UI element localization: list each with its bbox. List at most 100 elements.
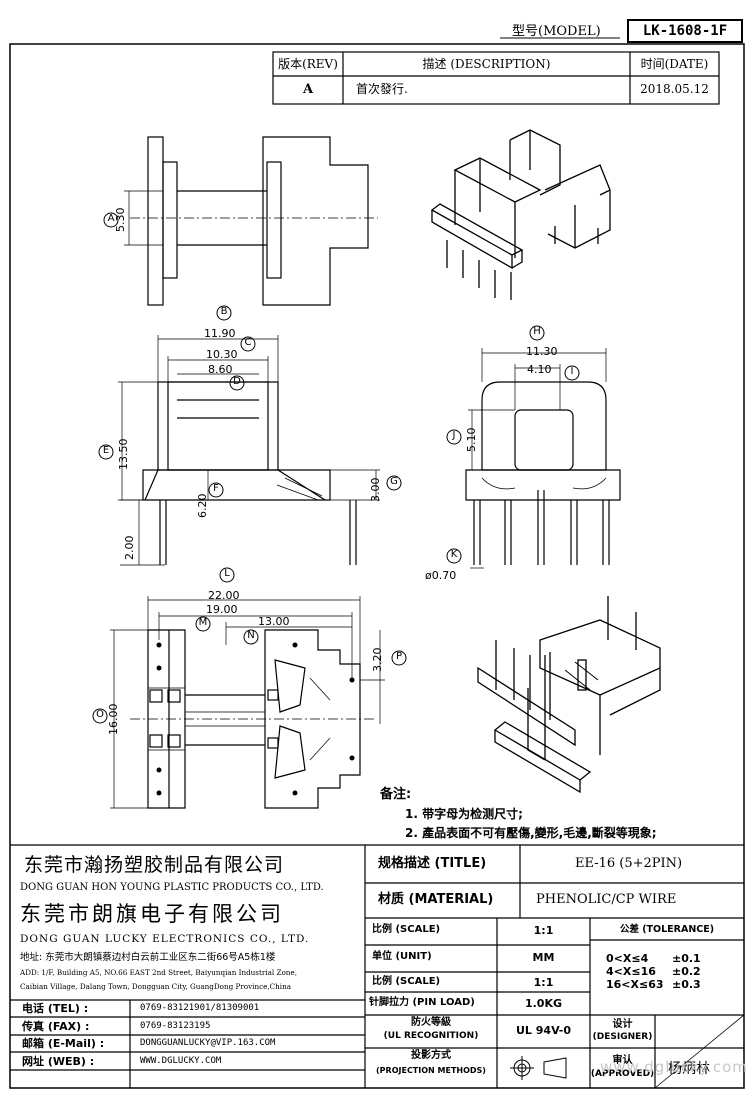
ul-label-en: (UL RECOGNITION) bbox=[383, 1031, 479, 1041]
end-view bbox=[465, 348, 621, 569]
tel-label: 电话 (TEL) : bbox=[22, 1002, 89, 1015]
company-name-1: 东莞市瀚扬塑胶制品有限公司 bbox=[24, 854, 285, 876]
model-label: 型号(MODEL) bbox=[512, 24, 601, 39]
description-header: 描述 (DESCRIPTION) bbox=[422, 57, 551, 71]
marker-k: K bbox=[450, 549, 458, 560]
note-1: 1. 带字母为检测尺寸; bbox=[405, 807, 523, 821]
dim-l-value: 22.00 bbox=[208, 589, 240, 602]
tolerance-range-3: 16<X≤63 bbox=[606, 978, 664, 991]
tolerance-value-2: ±0.2 bbox=[672, 965, 701, 978]
email-label: 邮箱 (E-Mail) : bbox=[22, 1037, 105, 1050]
marker-o: O bbox=[96, 709, 104, 720]
ul-label-cn: 防火等級 bbox=[411, 1017, 451, 1028]
dim-pin-value: 2.00 bbox=[123, 535, 136, 561]
email-value[interactable]: DONGGUANLUCKY@VIP.163.COM bbox=[140, 1038, 276, 1048]
dim-k-value: ø0.70 bbox=[425, 569, 457, 582]
dim-f-value: 6.20 bbox=[196, 493, 209, 519]
marker-j: J bbox=[452, 430, 456, 441]
company-name-2: 东莞市朗旗电子有限公司 bbox=[20, 902, 284, 926]
dim-e-value: 13.50 bbox=[117, 438, 130, 471]
date-value: 2018.05.12 bbox=[640, 82, 709, 96]
dim-h-value: 11.30 bbox=[526, 345, 558, 358]
outer-frame bbox=[9, 43, 745, 1089]
marker-b: B bbox=[220, 306, 228, 317]
tolerance-value-1: ±0.1 bbox=[672, 952, 701, 965]
designer-label-cn: 设计 bbox=[612, 1019, 633, 1030]
designer-label-en: (DESIGNER) bbox=[592, 1032, 653, 1042]
pin-load-value: 1.0KG bbox=[524, 997, 563, 1010]
unit-label: 单位 (UNIT) bbox=[372, 951, 432, 962]
projection-label-en: (PROJECTION METHODS) bbox=[376, 1066, 486, 1075]
dim-j-value: 5.10 bbox=[465, 427, 478, 453]
dim-m-value: 19.00 bbox=[206, 603, 238, 616]
title-label: 规格描述 (TITLE) bbox=[378, 856, 487, 871]
iso-view-top bbox=[430, 129, 611, 300]
marker-n: N bbox=[247, 630, 255, 641]
description-value: 首次發行. bbox=[356, 82, 408, 96]
dim-p-value: 3.20 bbox=[371, 647, 384, 673]
model-box bbox=[627, 19, 743, 43]
material-value: PHENOLIC/CP WIRE bbox=[536, 892, 677, 907]
title-value: EE-16 (5+2PIN) bbox=[575, 856, 683, 871]
marker-d: D bbox=[233, 376, 241, 387]
iso-view-bottom bbox=[477, 596, 661, 794]
notes-title: 备注: bbox=[380, 787, 412, 802]
dim-g-value: 3.00 bbox=[369, 477, 382, 503]
web-value[interactable]: WWW.DGLUCKY.COM bbox=[140, 1056, 222, 1066]
marker-e: E bbox=[102, 445, 110, 456]
marker-m: M bbox=[198, 617, 208, 628]
company-address-en-1: ADD: 1/F, Building A5, NO.66 EAST 2nd St… bbox=[20, 968, 297, 977]
model-value: LK-1608-1F bbox=[642, 23, 728, 39]
dim-o-value: 16.00 bbox=[107, 703, 120, 736]
bottom-view bbox=[110, 596, 385, 809]
tel-value: 0769-83121901/81309001 bbox=[140, 1003, 260, 1013]
marker-f: F bbox=[213, 483, 219, 494]
approver-name: 杨炳林 bbox=[668, 1061, 710, 1077]
dim-d-value: 8.60 bbox=[208, 363, 233, 376]
projection-label-cn: 投影方式 bbox=[411, 1050, 451, 1061]
marker-l: L bbox=[224, 568, 230, 579]
marker-g: G bbox=[390, 476, 398, 487]
rev-value: A bbox=[302, 82, 314, 97]
side-view-top bbox=[124, 136, 378, 306]
dim-b-value: 11.90 bbox=[204, 327, 236, 340]
watermark: www.dglucky.com bbox=[600, 1058, 748, 1076]
approved-label-cn: 审认 bbox=[612, 1055, 633, 1066]
scale-value-2: 1:1 bbox=[533, 976, 554, 989]
scale-label-1: 比例 (SCALE) bbox=[372, 924, 441, 935]
projection-symbol-icon bbox=[510, 1056, 567, 1080]
tolerance-value-3: ±0.3 bbox=[672, 978, 701, 991]
tolerance-range-1: 0<X≤4 bbox=[606, 952, 649, 965]
marker-p: P bbox=[395, 651, 403, 662]
scale-value-1: 1:1 bbox=[533, 924, 554, 937]
company-address-en-2: Caibian Village, Dalang Town, Dongguan C… bbox=[20, 982, 292, 991]
rev-header: 版本(REV) bbox=[278, 57, 338, 71]
web-label: 网址 (WEB) : bbox=[22, 1055, 95, 1068]
scale-label-2: 比例 (SCALE) bbox=[372, 976, 441, 987]
note-2: 2. 產品表面不可有壓傷,變形,毛邊,斷裂等現象; bbox=[405, 826, 657, 840]
ul-value: UL 94V-0 bbox=[515, 1024, 571, 1037]
fax-label: 传真 (FAX) : bbox=[22, 1020, 90, 1033]
tolerance-label: 公差 (TOLERANCE) bbox=[619, 924, 715, 935]
material-label: 材质 (MATERIAL) bbox=[378, 892, 494, 907]
revision-table bbox=[272, 51, 720, 105]
front-view bbox=[118, 335, 380, 566]
company-name-1-en: DONG GUAN HON YOUNG PLASTIC PRODUCTS CO.… bbox=[20, 882, 324, 893]
dim-c-value: 10.30 bbox=[206, 348, 238, 361]
approved-label-en: (APPROVED) bbox=[590, 1069, 655, 1079]
pin-load-label: 针脚拉力 (PIN LOAD) bbox=[369, 997, 475, 1008]
marker-a: A bbox=[107, 213, 115, 224]
fax-value: 0769-83123195 bbox=[140, 1021, 211, 1031]
tolerance-range-2: 4<X≤16 bbox=[606, 965, 656, 978]
company-address-cn: 地址: 东莞市大朗镇蔡边村白云前工业区东二街66号A5栋1楼 bbox=[20, 952, 276, 963]
marker-c: C bbox=[244, 337, 252, 348]
unit-value: MM bbox=[532, 951, 555, 964]
dim-i-value: 4.10 bbox=[527, 363, 552, 376]
date-header: 时间(DATE) bbox=[640, 57, 709, 71]
marker-i: I bbox=[570, 366, 574, 377]
company-name-2-en: DONG GUAN LUCKY ELECTRONICS CO., LTD. bbox=[20, 933, 310, 945]
dim-n-value: 13.00 bbox=[258, 615, 290, 628]
marker-h: H bbox=[533, 326, 541, 337]
